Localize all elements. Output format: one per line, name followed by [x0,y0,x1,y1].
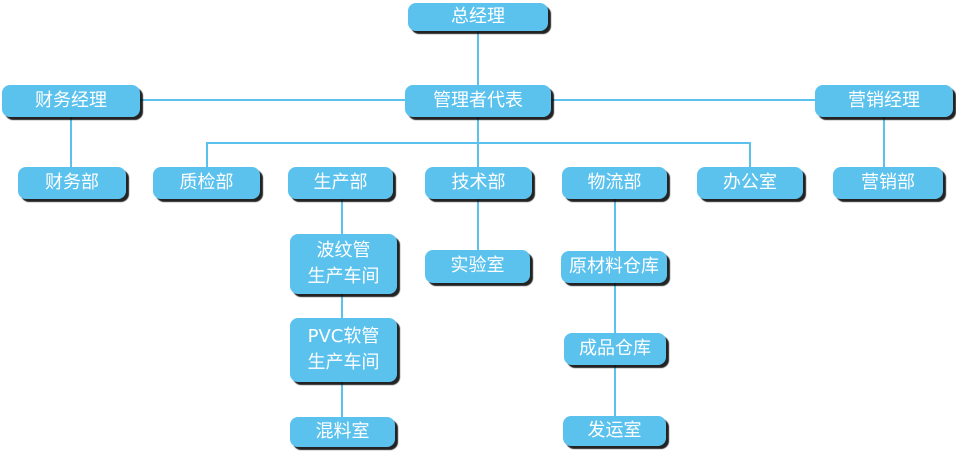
node-pvc-hose-workshop: PVC软管 生产车间 [290,318,397,382]
node-finance-manager: 财务经理 [2,85,140,117]
node-technical-dept: 技术部 [425,167,532,199]
node-quality-inspection-dept: 质检部 [153,167,260,199]
node-label: 营销部 [861,171,915,193]
node-finance-dept: 财务部 [18,167,126,199]
node-corrugated-pipe-workshop: 波纹管 生产车间 [290,234,397,294]
node-label: 管理者代表 [433,89,523,111]
connector-finished-to-shipping-room [614,365,616,416]
node-logistics-dept: 物流部 [562,167,667,199]
node-label: 波纹管 生产车间 [307,239,380,287]
connector-marketing-manager-to-marketing-dept [883,117,885,167]
node-marketing-dept: 营销部 [833,167,943,199]
node-label: PVC软管 生产车间 [307,325,380,373]
node-label: 生产部 [313,171,368,193]
node-management-representative: 管理者代表 [405,85,551,117]
connector-finance-manager-to-finance-dept [70,117,72,167]
connector-bus-to-office [749,142,751,167]
node-finished-goods-warehouse: 成品仓库 [564,333,666,365]
connector-technical-to-laboratory [477,199,479,250]
node-label: 技术部 [451,171,506,193]
node-label: 财务经理 [35,89,107,111]
connector-production-to-corrugated [341,199,343,234]
connector-logistics-to-raw-warehouse [614,199,616,251]
connector-bus-horizontal [206,142,751,144]
node-label: 物流部 [587,171,642,193]
node-production-dept: 生产部 [288,167,393,199]
node-label: 营销经理 [848,89,920,111]
connector-raw-to-finished-warehouse [614,283,616,333]
connector-finance-manager-to-rep [140,99,405,101]
node-shipping-room: 发运室 [563,416,666,446]
node-label: 财务部 [45,171,99,193]
node-raw-material-warehouse: 原材料仓库 [561,251,667,283]
node-label: 原材料仓库 [569,255,659,277]
node-general-manager: 总经理 [408,3,548,31]
node-office: 办公室 [697,167,803,199]
node-marketing-manager: 营销经理 [815,85,953,117]
connector-bus-to-quality-dept [206,142,208,167]
connector-corrugated-to-pvc [341,294,343,318]
connector-rep-to-marketing-manager [551,99,815,101]
connector-gm-to-rep [477,31,479,85]
node-label: 办公室 [723,171,777,193]
node-label: 质检部 [179,171,234,193]
node-laboratory: 实验室 [425,250,530,283]
node-label: 总经理 [451,5,505,27]
node-label: 发运室 [587,419,642,441]
node-label: 混料室 [315,420,370,442]
connector-pvc-to-mixing-room [341,382,343,417]
node-label: 成品仓库 [579,337,651,359]
node-mixing-room: 混料室 [290,417,395,447]
node-label: 实验室 [450,255,505,277]
